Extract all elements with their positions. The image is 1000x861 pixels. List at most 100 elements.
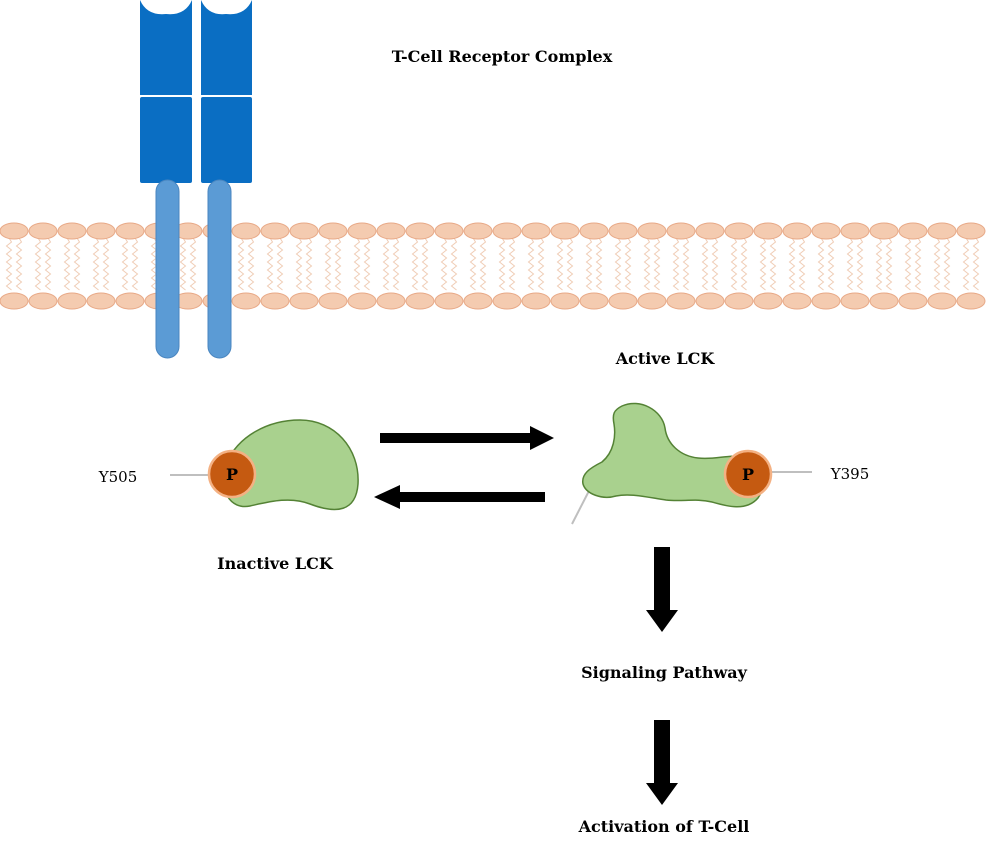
lipid-head <box>318 222 348 240</box>
lipid-head <box>521 292 551 310</box>
lipid-head <box>695 292 725 310</box>
lipid-tail <box>595 237 603 291</box>
lipid-tail <box>730 237 738 291</box>
lipid-head <box>0 292 29 310</box>
lipid-head <box>956 292 986 310</box>
receptor-left-top-domain <box>140 0 192 95</box>
lipid-head <box>57 222 87 240</box>
lipid-tail <box>788 237 796 291</box>
lipid-tail <box>44 237 52 291</box>
active-phospho-label: P <box>742 465 754 484</box>
lipid-heads-outer <box>0 222 986 240</box>
lipid-head <box>637 222 667 240</box>
lipid-head <box>927 292 957 310</box>
lipid-head <box>463 292 493 310</box>
lipid-head <box>579 292 609 310</box>
lipid-tail <box>121 237 129 291</box>
lipid-head <box>57 292 87 310</box>
lipid-tail <box>962 237 970 291</box>
down-arrow-to-activation <box>646 720 678 805</box>
lipid-head <box>492 222 522 240</box>
lipid-tail <box>537 237 545 291</box>
lipid-head <box>579 222 609 240</box>
receptor-right-top-domain <box>201 0 252 95</box>
y505-label: Y505 <box>98 468 138 486</box>
lipid-head <box>260 222 290 240</box>
lipid-tail <box>556 237 564 291</box>
inactive-lck: P <box>170 419 359 511</box>
lipid-tail <box>63 237 71 291</box>
lipid-heads-inner <box>0 292 986 310</box>
lipid-tail <box>266 237 274 291</box>
lipid-head <box>550 222 580 240</box>
lipid-head <box>318 292 348 310</box>
lipid-head <box>347 222 377 240</box>
lipid-tail <box>856 237 864 291</box>
lipid-tail <box>421 237 429 291</box>
lipid-tail <box>643 237 651 291</box>
lipid-head <box>434 292 464 310</box>
lipid-tail <box>469 237 477 291</box>
lipid-head <box>927 222 957 240</box>
forward-arrow <box>380 426 554 450</box>
lipid-head <box>231 292 261 310</box>
lipid-head <box>28 292 58 310</box>
lipid-head <box>376 292 406 310</box>
lipid-tail <box>817 237 825 291</box>
lipid-head <box>492 292 522 310</box>
lipid-head <box>666 222 696 240</box>
lipid-tail <box>508 237 516 291</box>
signaling-pathway-label: Signaling Pathway <box>581 663 748 682</box>
lipid-tail <box>479 237 487 291</box>
lipid-tail <box>672 237 680 291</box>
lipid-head <box>898 292 928 310</box>
lipid-tail <box>392 237 400 291</box>
lipid-tail <box>711 237 719 291</box>
lipid-head <box>869 292 899 310</box>
lipid-head <box>115 292 145 310</box>
lipid-tail <box>885 237 893 291</box>
lipid-head <box>782 292 812 310</box>
lipid-head <box>956 222 986 240</box>
inactive-phospho-label: P <box>226 465 238 484</box>
lipid-head <box>608 222 638 240</box>
lipid-head <box>898 222 928 240</box>
lipid-tails <box>5 237 980 291</box>
receptor-left-transmembrane <box>155 179 180 359</box>
lipid-tail <box>276 237 284 291</box>
lipid-tail <box>247 237 255 291</box>
lipid-tail <box>353 237 361 291</box>
lipid-tail <box>624 237 632 291</box>
lipid-tail <box>102 237 110 291</box>
lipid-tail <box>450 237 458 291</box>
lipid-tail <box>914 237 922 291</box>
lipid-tail <box>73 237 81 291</box>
lipid-head <box>289 292 319 310</box>
lipid-head <box>0 222 29 240</box>
t-cell-receptor-complex <box>140 0 252 359</box>
reverse-arrow <box>374 485 545 509</box>
equilibrium-arrows <box>374 426 554 509</box>
lipid-head <box>811 222 841 240</box>
lipid-tail <box>972 237 980 291</box>
lipid-tail <box>943 237 951 291</box>
down-arrow-to-signaling <box>646 547 678 632</box>
lipid-head <box>753 292 783 310</box>
lipid-head <box>666 292 696 310</box>
lipid-head <box>463 222 493 240</box>
active-lck-label: Active LCK <box>615 349 716 368</box>
lipid-tail <box>324 237 332 291</box>
lipid-tail <box>875 237 883 291</box>
y395-label: Y395 <box>830 465 870 483</box>
lipid-head <box>724 222 754 240</box>
lipid-head <box>86 292 116 310</box>
lipid-tail <box>827 237 835 291</box>
lipid-tail <box>527 237 535 291</box>
lipid-tail <box>363 237 371 291</box>
inactive-lck-label: Inactive LCK <box>217 554 334 573</box>
lipid-tail <box>585 237 593 291</box>
lipid-tail <box>92 237 100 291</box>
lipid-tail <box>701 237 709 291</box>
activation-label: Activation of T-Cell <box>578 817 750 836</box>
